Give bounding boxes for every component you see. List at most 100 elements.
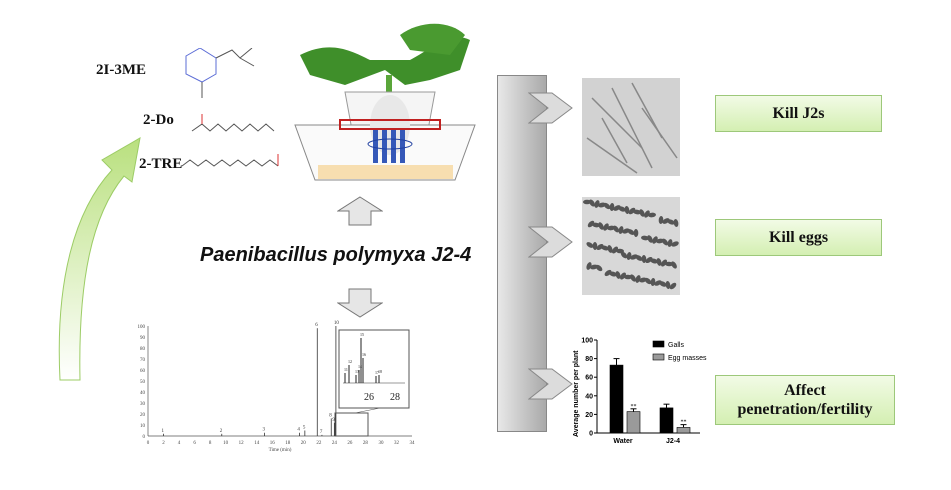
curved-arrow-icon xyxy=(58,137,141,381)
egg xyxy=(613,205,621,211)
peak-label: 9 xyxy=(332,418,335,423)
inset-peak-label: 15 xyxy=(360,332,364,337)
egg xyxy=(633,229,639,237)
x-tick-label: Water xyxy=(613,438,632,445)
y-tick-label: 60 xyxy=(585,375,593,382)
x-tick-label: 26 xyxy=(347,441,353,446)
egg xyxy=(669,282,677,290)
egg xyxy=(641,255,647,263)
x-tick-label: 4 xyxy=(178,441,181,446)
x-tick-label: 30 xyxy=(378,441,384,446)
egg xyxy=(658,216,664,224)
egg xyxy=(612,225,620,233)
x-tick-label: 32 xyxy=(394,441,400,446)
egg xyxy=(626,252,632,260)
significance-label: ** xyxy=(631,404,637,410)
compound-label: 2-TRE xyxy=(139,156,183,172)
egg xyxy=(654,280,662,286)
inset-peak-label: 11 xyxy=(344,367,348,372)
egg xyxy=(587,220,595,228)
peak-label: 5 xyxy=(303,426,306,431)
x-axis-label: Time (min) xyxy=(269,448,292,453)
egg xyxy=(644,277,652,285)
peak-label: 1 xyxy=(162,429,165,434)
peak-label: 7 xyxy=(320,430,323,435)
x-tick-label: 24 xyxy=(332,441,338,446)
x-tick-label: 16 xyxy=(270,441,276,446)
egg xyxy=(583,199,591,205)
egg xyxy=(592,222,600,228)
peak-label: 10 xyxy=(334,321,340,326)
egg xyxy=(603,202,611,210)
egg xyxy=(673,219,679,227)
egg xyxy=(627,229,635,235)
egg xyxy=(656,258,662,266)
y-tick-label: 0 xyxy=(589,431,593,438)
legend-label: Egg masses xyxy=(668,355,707,362)
egg xyxy=(639,209,645,217)
chevron-right-icon xyxy=(528,368,573,400)
y-tick-label: 20 xyxy=(140,413,146,418)
egg xyxy=(624,206,630,214)
egg xyxy=(618,206,626,212)
egg xyxy=(671,241,679,247)
egg xyxy=(665,281,671,289)
egg xyxy=(659,281,667,287)
y-tick-label: 70 xyxy=(140,358,146,363)
chevron-right-icon xyxy=(528,92,573,124)
organism-title: Paenibacillus polymyxa J2-4 xyxy=(200,244,472,266)
egg xyxy=(607,245,613,253)
peak-label: 4 xyxy=(297,428,300,433)
y-tick-label: 10 xyxy=(140,424,146,429)
up-arrow-icon xyxy=(337,196,383,226)
x-tick-label: 28 xyxy=(363,441,369,446)
bar xyxy=(626,411,641,434)
egg xyxy=(609,271,617,277)
down-arrow-icon xyxy=(337,288,383,318)
inset-peak-label: 18 xyxy=(378,369,382,374)
effect-box-kill-j2s: Kill J2s xyxy=(715,95,882,132)
significance-label: ** xyxy=(681,420,687,426)
legend-swatch xyxy=(652,340,665,348)
inset-tick-label: 28 xyxy=(390,392,400,403)
x-tick-label: 2 xyxy=(162,441,165,446)
egg xyxy=(648,212,656,218)
y-tick-label: 90 xyxy=(140,336,146,341)
egg xyxy=(601,245,609,251)
egg xyxy=(592,242,598,250)
egg xyxy=(620,251,628,259)
x-tick-label: 20 xyxy=(301,441,307,446)
j2-micrograph xyxy=(582,78,680,176)
egg xyxy=(633,209,641,215)
peak-label: 3 xyxy=(262,428,265,433)
egg xyxy=(586,242,594,248)
egg xyxy=(665,261,673,267)
egg xyxy=(615,271,621,279)
inset-peak-label: 16 xyxy=(362,352,366,357)
y-tick-label: 40 xyxy=(585,393,593,400)
egg xyxy=(667,219,675,225)
egg xyxy=(628,207,636,215)
bar xyxy=(609,364,624,434)
y-axis-label: Average number per plant xyxy=(573,350,580,437)
y-tick-label: 100 xyxy=(581,338,593,345)
legend-swatch xyxy=(652,353,665,361)
egg xyxy=(671,261,677,269)
y-tick-label: 100 xyxy=(138,325,146,330)
bar xyxy=(676,427,691,434)
egg-micrograph xyxy=(582,197,680,295)
chevron-right-icon xyxy=(528,226,573,258)
egg xyxy=(609,203,615,211)
egg xyxy=(650,258,658,264)
zoom-region xyxy=(334,412,369,437)
bar-chart: Average number per plant 020406080100Wat… xyxy=(573,338,707,446)
x-tick-label: 0 xyxy=(147,441,150,446)
inset-peak-label: 14 xyxy=(358,364,362,369)
egg xyxy=(647,235,653,243)
effect-box-penetration: Affect penetration/fertility xyxy=(715,375,895,425)
egg xyxy=(635,255,643,261)
y-tick-label: 50 xyxy=(140,380,146,385)
inset-peak-label: 13 xyxy=(355,369,359,374)
x-tick-label: 34 xyxy=(410,441,416,446)
y-tick-label: 80 xyxy=(585,356,593,363)
